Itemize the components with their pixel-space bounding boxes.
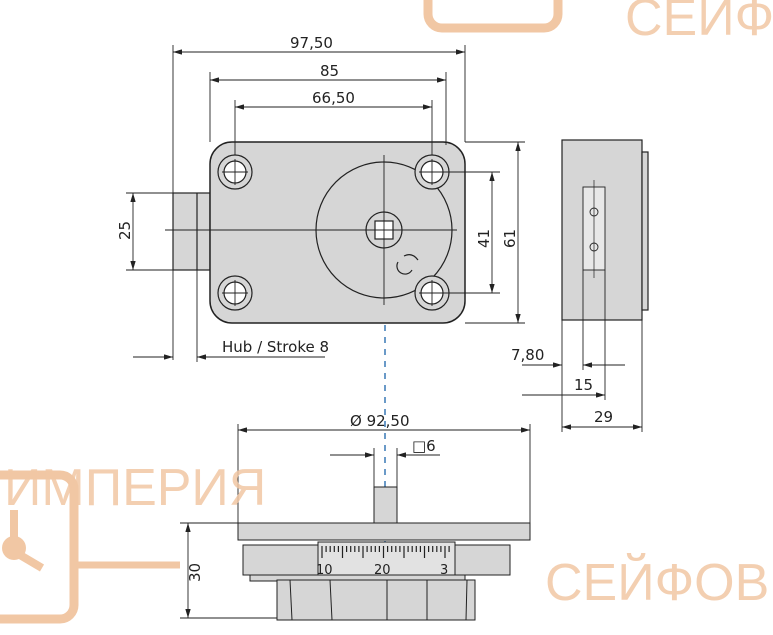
dim-overall-width: 97,50 [290,34,333,52]
dim-hole-spacing-v: 41 [475,229,493,248]
front-dimensions [126,45,525,362]
dim-hole-spacing-h: 66,50 [312,89,355,107]
dial-scale-10: 10 [316,563,333,578]
side-dimensions [522,270,643,432]
dim-side-slot: 15 [574,376,593,394]
dim-plate-width: 85 [320,62,339,80]
dial-scale-3: 3 [440,563,448,578]
dim-stroke: Hub / Stroke 8 [222,338,329,356]
dim-spindle-square: □6 [412,437,436,455]
dial-dimensions [180,424,531,619]
dim-hub-height: 25 [116,221,134,240]
watermark-line1: ИМПЕРИЯ [4,459,266,517]
dim-side-offset: 7,80 [511,346,544,364]
lock-front-view [165,141,466,324]
lock-side-view [561,139,649,321]
dim-side-depth: 29 [594,408,613,426]
watermark-top-text: СЕЙФ [625,0,773,47]
watermark-line2: СЕЙФОВ [545,553,769,612]
dim-dial-height: 30 [186,563,204,582]
dim-plate-height: 61 [501,229,519,248]
dial-side-view [237,486,531,621]
dim-dial-diameter: Ø 92,50 [350,412,410,430]
dial-scale-20: 20 [374,563,391,578]
